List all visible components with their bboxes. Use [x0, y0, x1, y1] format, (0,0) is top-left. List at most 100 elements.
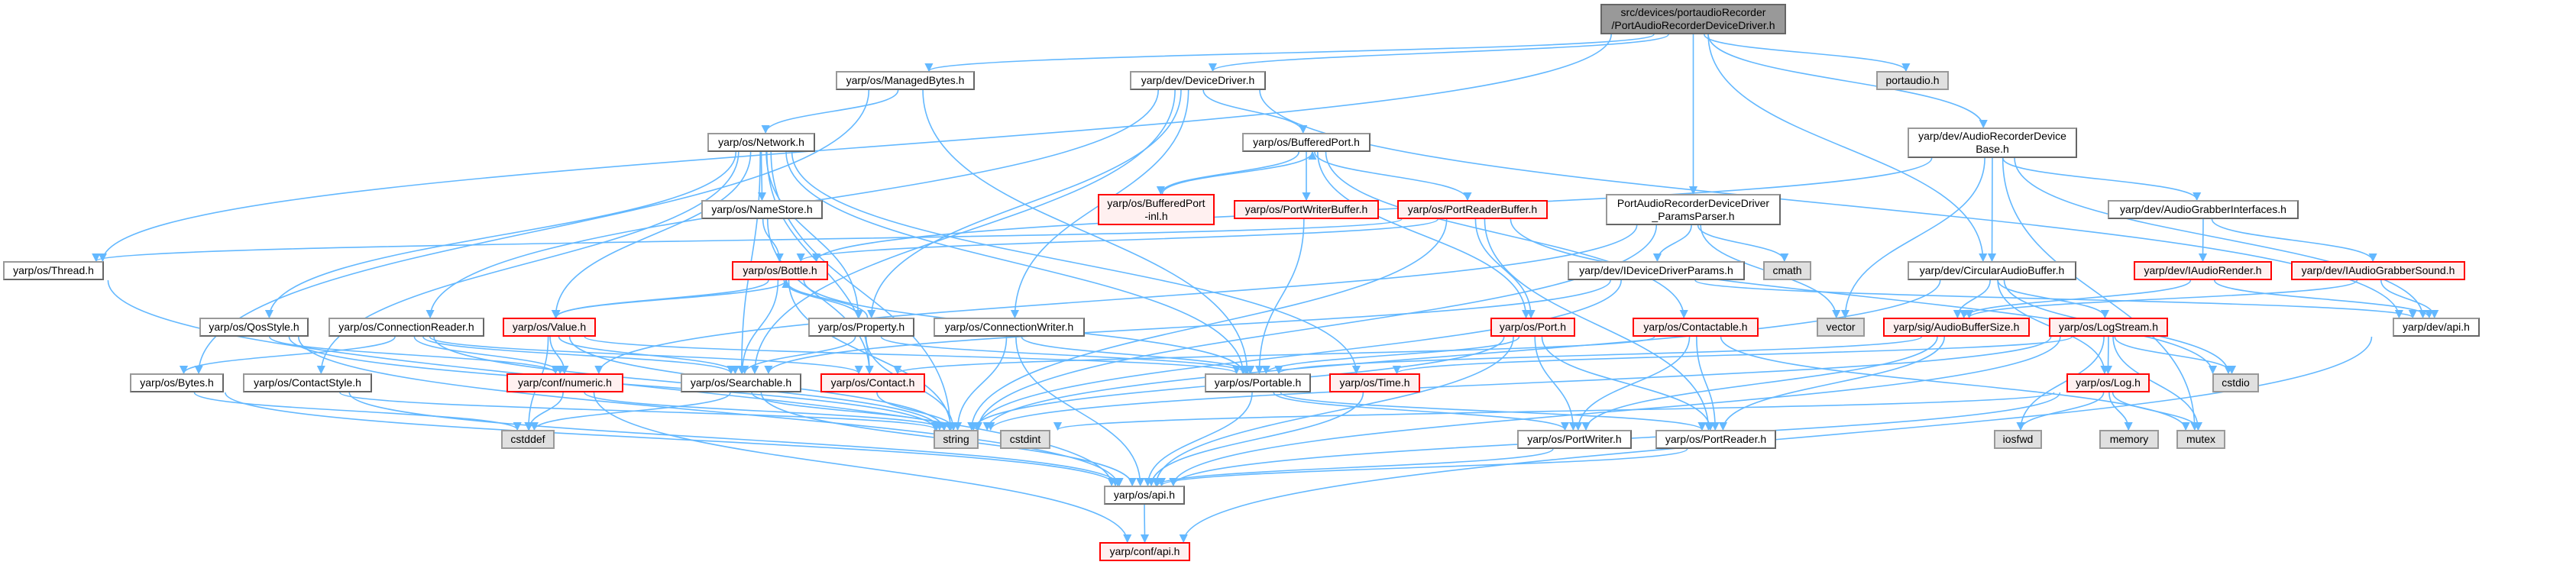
edge-connwriter-to-osapi: [1015, 336, 1145, 487]
edge-network-to-property: [765, 151, 863, 319]
edge-logstream-to-string: [986, 336, 2052, 431]
edge-bpinl-to-bufferedport: [1161, 150, 1317, 195]
edge-network-to-value: [551, 151, 752, 319]
edge-network-to-contactstyle: [316, 151, 739, 375]
edge-bytes-to-osapi: [225, 392, 1120, 487]
edge-network-to-qosstyle: [264, 151, 737, 319]
edge-connreader-to-numeric: [413, 336, 565, 375]
edge-bufferedport-to-contactable: [1325, 151, 1688, 319]
node-contact[interactable]: yarp/os/Contact.h: [820, 373, 925, 392]
node-dev-api[interactable]: yarp/dev/api.h: [2393, 318, 2480, 337]
edge-paramsparser-to-idevparams: [1652, 224, 1692, 263]
node-cstdint[interactable]: cstdint: [1000, 430, 1050, 449]
node-portable[interactable]: yarp/os/Portable.h: [1205, 373, 1311, 392]
node-audiograbberinterfaces[interactable]: yarp/dev/AudioGrabberInterfaces.h: [2108, 200, 2299, 219]
edge-bytes-to-cstddef: [193, 392, 522, 431]
node-log[interactable]: yarp/os/Log.h: [2066, 373, 2150, 392]
edge-contactstyle-to-osapi: [348, 392, 1124, 487]
edge-log-to-cstdint: [1053, 392, 2055, 431]
edge-value-to-portable: [584, 336, 1241, 375]
edge-bufferedport-to-portreaderbuffer: [1314, 151, 1472, 202]
node-iaudiograbbersound[interactable]: yarp/dev/IAudioGrabberSound.h: [2291, 261, 2465, 280]
edge-portreaderbuffer-to-bottle: [796, 218, 1438, 263]
edge-idevparams-to-searchable: [764, 279, 1611, 375]
edge-main-to-portaudio: [1704, 34, 1911, 73]
edge-devicedriver-to-property: [867, 89, 1182, 319]
edge-audiorecbase-to-audiograbberif: [2002, 157, 2202, 202]
node-connectionwriter[interactable]: yarp/os/ConnectionWriter.h: [934, 318, 1085, 337]
edge-audiorecbase-to-vector: [1840, 157, 1985, 319]
edge-portreader-to-osapi: [1157, 448, 1688, 487]
edge-port-to-osapi: [1151, 336, 1514, 487]
edge-iaudiograbbersound-to-audiobuffersize: [1965, 279, 2358, 319]
node-time[interactable]: yarp/os/Time.h: [1329, 373, 1420, 392]
edge-portreaderbuffer-to-portreader: [1484, 218, 1714, 431]
edge-circbuf-to-logstream: [1997, 279, 2109, 319]
node-audiobuffersize[interactable]: yarp/sig/AudioBufferSize.h: [1883, 318, 2030, 337]
node-portreaderbuffer[interactable]: yarp/os/PortReaderBuffer.h: [1397, 200, 1548, 219]
edge-paramsparser-to-cmath: [1697, 224, 1789, 263]
node-paramsparser[interactable]: PortAudioRecorderDeviceDriver _ParamsPar…: [1606, 194, 1781, 225]
node-ideviceddriverparams[interactable]: yarp/dev/IDeviceDriverParams.h: [1568, 261, 1745, 280]
node-vector[interactable]: vector: [1817, 318, 1865, 337]
node-network[interactable]: yarp/os/Network.h: [707, 133, 815, 152]
node-circularaudiobuffer[interactable]: yarp/dev/CircularAudioBuffer.h: [1908, 261, 2076, 280]
edge-iaudiograbbersound-to-devapi: [2380, 279, 2439, 319]
edge-portreaderbuffer-to-port: [1474, 218, 1536, 319]
edge-qosstyle-to-numeric: [269, 336, 560, 375]
edge-main-to-circbuf: [1707, 34, 1988, 263]
node-devicedriver[interactable]: yarp/dev/DeviceDriver.h: [1130, 71, 1266, 90]
node-qosstyle[interactable]: yarp/os/QosStyle.h: [199, 318, 309, 337]
node-managedbytes[interactable]: yarp/os/ManagedBytes.h: [836, 71, 975, 90]
node-property[interactable]: yarp/os/Property.h: [808, 318, 914, 337]
edge-searchable-to-cstddef: [529, 392, 731, 431]
edge-log-to-memory: [2108, 392, 2133, 431]
edge-value-to-numeric: [549, 336, 569, 375]
node-audiorecorderdevicebase[interactable]: yarp/dev/AudioRecorderDevice Base.h: [1908, 128, 2077, 158]
edge-devicedriver-to-searchable: [750, 89, 1176, 375]
node-cstdio[interactable]: cstdio: [2212, 373, 2259, 392]
node-iaudiorender[interactable]: yarp/dev/IAudioRender.h: [2134, 261, 2272, 280]
node-namestore[interactable]: yarp/os/NameStore.h: [701, 200, 823, 219]
node-searchable[interactable]: yarp/os/Searchable.h: [681, 373, 801, 392]
edge-devicedriver-to-bufferedport: [1202, 89, 1308, 134]
node-logstream[interactable]: yarp/os/LogStream.h: [2049, 318, 2168, 337]
edge-bufferedport-to-port: [1317, 151, 1531, 319]
node-value[interactable]: yarp/os/Value.h: [503, 318, 596, 337]
edge-connwriter-to-portable: [1021, 336, 1255, 375]
node-connectionreader[interactable]: yarp/os/ConnectionReader.h: [328, 318, 484, 337]
node-bottle[interactable]: yarp/os/Bottle.h: [732, 261, 828, 280]
edge-circbuf-to-string: [982, 279, 1941, 431]
node-memory[interactable]: memory: [2099, 430, 2159, 449]
node-portaudio[interactable]: portaudio.h: [1876, 71, 1949, 90]
node-bufferedport[interactable]: yarp/os/BufferedPort.h: [1242, 133, 1371, 152]
node-bytes[interactable]: yarp/os/Bytes.h: [130, 373, 224, 392]
node-conf-api[interactable]: yarp/conf/api.h: [1099, 542, 1190, 561]
node-contactstyle[interactable]: yarp/os/ContactStyle.h: [243, 373, 372, 392]
edge-contactable-to-contact: [893, 336, 1655, 375]
node-mutex[interactable]: mutex: [2176, 430, 2225, 449]
edge-property-to-portable: [880, 336, 1251, 375]
node-string[interactable]: string: [934, 430, 979, 449]
node-portreader[interactable]: yarp/os/PortReader.h: [1655, 430, 1776, 449]
edge-contactable-to-portwriter: [1574, 336, 1691, 431]
node-os-api[interactable]: yarp/os/api.h: [1104, 486, 1185, 505]
edge-logstream-to-mutex: [2112, 336, 2202, 431]
edge-main-to-managedbytes: [924, 34, 1655, 73]
node-contactable[interactable]: yarp/os/Contactable.h: [1633, 318, 1759, 337]
edge-portwriterbuffer-to-portable: [1254, 218, 1305, 375]
node-port[interactable]: yarp/os/Port.h: [1490, 318, 1575, 337]
node-cstddef[interactable]: cstddef: [501, 430, 555, 449]
node-bufferedport-inl[interactable]: yarp/os/BufferedPort -inl.h: [1098, 194, 1215, 225]
node-conf-numeric[interactable]: yarp/conf/numeric.h: [506, 373, 623, 392]
node-thread[interactable]: yarp/os/Thread.h: [3, 261, 104, 280]
node-cmath[interactable]: cmath: [1763, 261, 1811, 280]
edge-audiorecbase-to-devapi: [2014, 157, 2428, 319]
edge-bufferedport-to-bpinl: [1156, 151, 1299, 195]
node-portwriter[interactable]: yarp/os/PortWriter.h: [1517, 430, 1632, 449]
node-iosfwd[interactable]: iosfwd: [1994, 430, 2042, 449]
node-portwriterbuffer[interactable]: yarp/os/PortWriterBuffer.h: [1234, 200, 1379, 219]
edge-connreader-to-bytes: [180, 336, 396, 375]
node-main-file[interactable]: src/devices/portaudioRecorder /PortAudio…: [1600, 4, 1786, 34]
